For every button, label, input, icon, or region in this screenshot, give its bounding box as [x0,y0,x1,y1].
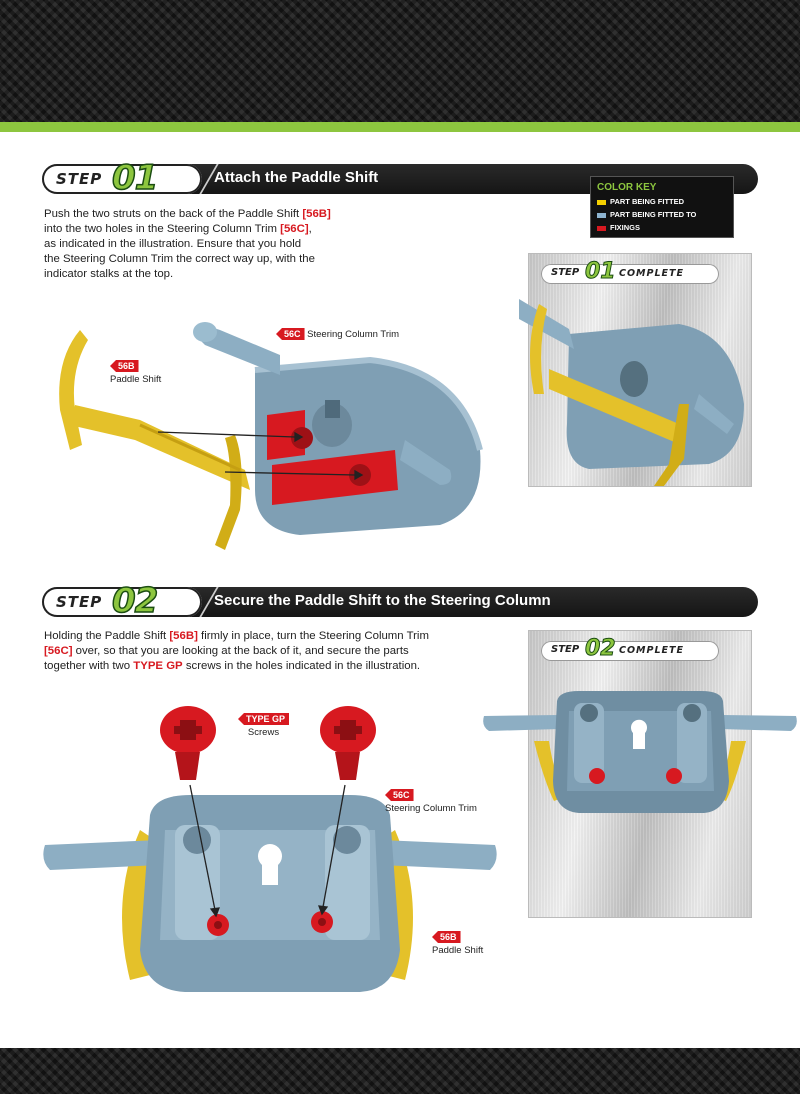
step-01-number: 01 [111,157,159,199]
blue-swatch [597,212,606,218]
type-gp-screw-right [320,706,376,780]
step-01-title: Attach the Paddle Shift [214,169,379,186]
step-02-illustration [43,706,497,992]
tag-56b-step2: 56B [432,931,461,943]
tag-56b: 56B [110,360,139,372]
footer-carbon-band [0,1048,800,1094]
red-swatch [597,225,606,231]
step-01-badge: STEP 01 [42,157,202,199]
color-key-item-fixings: FIXINGS [597,223,640,232]
step-01-illustration [59,322,483,550]
tag-56c: 56C [276,328,305,340]
steering-column-trim-back [43,795,497,992]
step-02-badge: STEP 02 [42,580,202,622]
label-paddle-shift-step2: Paddle Shift [432,945,484,956]
tag-56c-step2: 56C [385,789,414,801]
color-key-title: COLOR KEY [597,182,657,193]
step-02-complete-banner: STEP 02 COMPLETE [541,636,719,662]
callout-56b-step1: 56B Paddle Shift [110,360,161,385]
step-01-complete-photo: STEP 01 COMPLETE [519,253,752,487]
label-steering-column-trim-step2: Steering Column Trim [385,803,477,814]
fit-arrows [157,431,364,481]
type-gp-screw-left [160,706,216,780]
label-steering-column-trim: Steering Column Trim [307,329,400,340]
step-02-number: 02 [111,580,159,622]
step-02-instructions: Holding the Paddle Shift [56B] firmly in… [44,630,429,672]
color-key-item-fitted: PART BEING FITTED [597,197,684,206]
step-01-complete-banner: STEP 01 COMPLETE [541,259,719,285]
step-02-header: STEP 02 Secure the Paddle Shift to the S… [42,580,758,622]
step-02-word: STEP [56,593,103,611]
step-01-instructions: Push the two struts on the back of the P… [44,208,331,280]
header-green-stripe [0,122,800,132]
callout-56b-step2: 56B Paddle Shift [432,931,483,956]
callout-56c-step2: 56C Steering Column Trim [385,789,477,814]
tag-type-gp: TYPE GP [238,713,290,725]
color-key-item-fitted-to: PART BEING FITTED TO [597,210,696,219]
label-paddle-shift: Paddle Shift [110,374,162,385]
label-screws: Screws [247,727,280,738]
yellow-swatch [597,199,606,205]
header-carbon-band [0,0,800,122]
screw-arrows [189,784,346,918]
step-02-complete-model [483,691,797,813]
color-key: COLOR KEY PART BEING FITTED PART BEING F… [590,176,734,238]
step-02-complete-photo: STEP 02 COMPLETE [483,630,797,918]
paddle-shift-part [59,330,250,550]
callout-type-gp: TYPE GP Screws [238,713,290,738]
step-02-title: Secure the Paddle Shift to the Steering … [214,592,551,609]
step-01-complete-model [519,299,744,486]
step-01-word: STEP [56,170,103,188]
callout-56c-step1: 56C Steering Column Trim [276,328,399,340]
steering-column-trim-part [193,322,483,535]
